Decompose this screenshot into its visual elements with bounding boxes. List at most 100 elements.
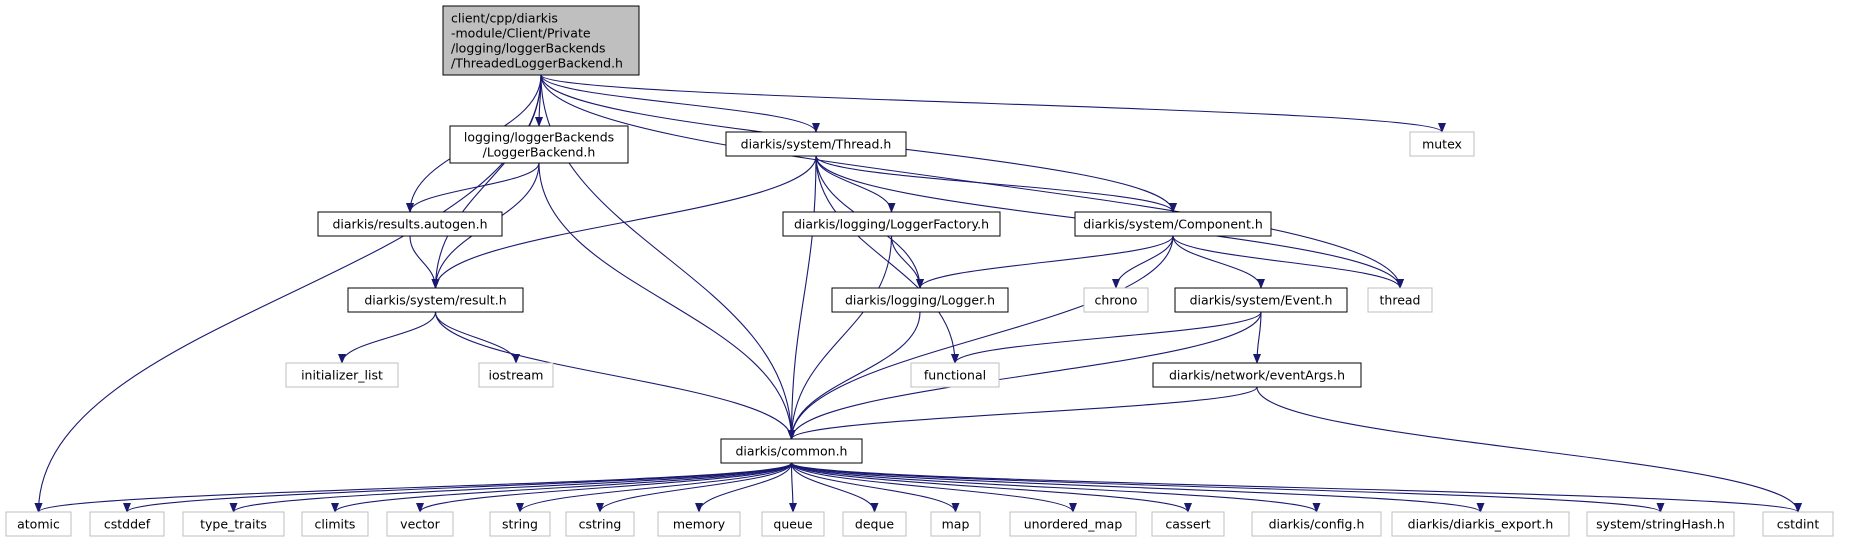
node-label: cstring xyxy=(579,517,622,532)
node-initializer-list: initializer_list xyxy=(285,362,399,388)
node-label: /ThreadedLoggerBackend.h xyxy=(451,56,623,71)
node-box xyxy=(761,511,825,537)
node-label: type_traits xyxy=(200,517,267,532)
node-label: diarkis/system/Component.h xyxy=(1083,217,1263,232)
node-box xyxy=(347,287,524,313)
node-label: cstddef xyxy=(104,517,151,532)
edge-common-h-to-deque xyxy=(790,462,879,513)
node-queue: queue xyxy=(761,511,825,537)
edge-common-h-to-stringhash xyxy=(790,462,1665,513)
node-thread-h: diarkis/system/Thread.h xyxy=(725,131,907,157)
edges-layer xyxy=(34,74,1802,513)
edge-event-h-to-eventargs xyxy=(1253,311,1262,364)
node-component: diarkis/system/Component.h xyxy=(1074,211,1272,237)
node-config-h: diarkis/config.h xyxy=(1251,511,1382,537)
node-thread-std: thread xyxy=(1367,287,1433,313)
node-cassert: cassert xyxy=(1151,511,1225,537)
node-label: diarkis/common.h xyxy=(736,444,848,459)
node-box xyxy=(782,211,1001,237)
edge-results-autogen-to-result-h xyxy=(409,235,440,289)
node-box xyxy=(1762,511,1834,537)
node-box xyxy=(1074,211,1272,237)
node-label: map xyxy=(942,517,970,532)
edge-eventargs-to-cstdint xyxy=(1256,386,1802,513)
node-result-h: diarkis/system/result.h xyxy=(347,287,524,313)
node-box xyxy=(657,511,741,537)
edge-event-h-to-functional xyxy=(951,311,1262,364)
edge-common-h-to-cstdint xyxy=(790,462,1802,513)
node-box xyxy=(89,511,165,537)
edge-loggerbackend-to-results-autogen xyxy=(406,162,540,213)
edge-eventargs-to-common-h xyxy=(787,386,1258,440)
node-label: /LoggerBackend.h xyxy=(483,145,596,160)
node-label: logging/loggerBackends xyxy=(464,130,614,145)
edge-root-to-mutex xyxy=(540,74,1446,133)
node-box xyxy=(478,362,554,388)
node-box xyxy=(442,5,640,76)
node-box xyxy=(930,511,981,537)
node-box xyxy=(285,362,399,388)
node-box xyxy=(842,511,907,537)
node-label: -module/Client/Private xyxy=(451,26,591,41)
node-label: climits xyxy=(315,517,356,532)
edge-loggerbackend-to-common-h xyxy=(538,162,796,440)
node-label: diarkis/results.autogen.h xyxy=(332,217,487,232)
edge-common-h-to-type-traits xyxy=(229,462,793,513)
edge-thread-h-to-loggerfactory xyxy=(815,155,896,213)
node-label: diarkis/system/Thread.h xyxy=(741,137,892,152)
edge-common-h-to-unordered-map xyxy=(790,462,1077,513)
edge-component-to-common-h xyxy=(787,235,1174,440)
edge-common-h-to-config-h xyxy=(790,462,1321,513)
node-iostream: iostream xyxy=(478,362,554,388)
edge-component-to-thread-std xyxy=(1172,235,1404,289)
node-box xyxy=(1391,511,1570,537)
edge-common-h-to-atomic xyxy=(34,462,793,513)
node-box xyxy=(1251,511,1382,537)
node-box xyxy=(1151,511,1225,537)
node-loggerbackend: logging/loggerBackends/LoggerBackend.h xyxy=(449,125,629,164)
edge-common-h-to-cassert xyxy=(790,462,1192,513)
node-box xyxy=(910,362,1000,388)
edge-common-h-to-memory xyxy=(695,462,793,513)
node-box xyxy=(317,211,503,237)
edge-common-h-to-string xyxy=(516,462,793,513)
node-box xyxy=(725,131,907,157)
node-label: diarkis/logging/Logger.h xyxy=(845,293,995,308)
node-box xyxy=(449,125,629,164)
node-event-h: diarkis/system/Event.h xyxy=(1174,287,1348,313)
node-functional: functional xyxy=(910,362,1000,388)
node-label: diarkis/system/Event.h xyxy=(1190,293,1333,308)
node-stringhash: system/stringHash.h xyxy=(1586,511,1735,537)
node-mutex: mutex xyxy=(1409,131,1475,157)
node-box xyxy=(1409,131,1475,157)
edge-component-to-logger-h xyxy=(916,235,1174,289)
node-label: queue xyxy=(773,517,812,532)
edge-common-h-to-map xyxy=(790,462,960,513)
node-box xyxy=(1009,511,1137,537)
node-box xyxy=(1152,362,1362,388)
node-type-traits: type_traits xyxy=(182,511,285,537)
node-label: atomic xyxy=(17,517,60,532)
node-export-h: diarkis/diarkis_export.h xyxy=(1391,511,1570,537)
node-label: cstdint xyxy=(1777,517,1820,532)
node-label: /logging/loggerBackends xyxy=(451,41,606,56)
node-vector: vector xyxy=(386,511,454,537)
edge-loggerfactory-to-common-h xyxy=(787,235,893,440)
node-atomic: atomic xyxy=(5,511,72,537)
edge-common-h-to-cstddef xyxy=(123,462,793,513)
node-cstdint: cstdint xyxy=(1762,511,1834,537)
node-box xyxy=(301,511,369,537)
edge-result-h-to-initializer-list xyxy=(338,311,437,364)
edge-common-h-to-cstring xyxy=(596,462,793,513)
node-common-h: diarkis/common.h xyxy=(720,438,863,464)
edge-common-h-to-vector xyxy=(416,462,793,513)
node-eventargs: diarkis/network/eventArgs.h xyxy=(1152,362,1362,388)
node-label: vector xyxy=(400,517,441,532)
node-box xyxy=(1174,287,1348,313)
edge-common-h-to-queue xyxy=(788,462,797,513)
node-box xyxy=(1367,287,1433,313)
edge-root-to-result-h xyxy=(431,74,542,289)
node-logger-h: diarkis/logging/Logger.h xyxy=(831,287,1009,313)
edge-result-h-to-common-h xyxy=(434,311,796,440)
